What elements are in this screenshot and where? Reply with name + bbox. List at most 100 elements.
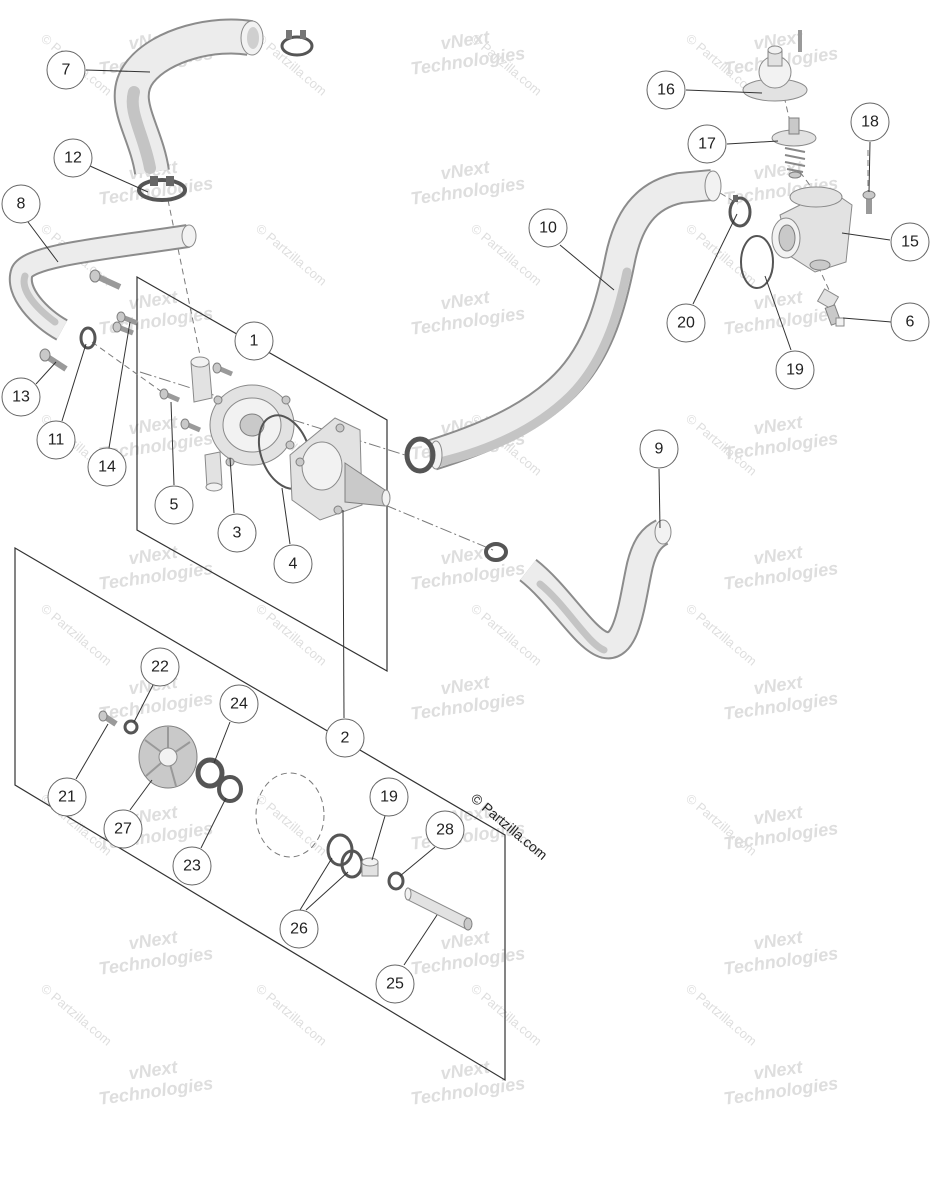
- callout-label: 4: [289, 556, 298, 573]
- callout-1: 1: [234, 321, 274, 361]
- rings-26: [326, 833, 364, 879]
- watermark-partzilla: © Partzilla.com: [468, 601, 545, 669]
- leader-line-2: [342, 509, 345, 719]
- leader-line-10: [559, 244, 615, 291]
- callout-label: 7: [62, 62, 71, 79]
- leader-line-21: [75, 723, 109, 780]
- callout-2: 2: [325, 718, 365, 758]
- leader-line-6: [842, 317, 892, 323]
- hose-clamp-9: [484, 542, 508, 562]
- leader-line-18: [868, 141, 871, 193]
- callout-15: 15: [890, 222, 930, 262]
- leader-line-22: [133, 684, 154, 723]
- watermark-partzilla: © Partzilla.com: [38, 601, 115, 669]
- leader-line-7: [85, 69, 151, 73]
- callout-label: 25: [386, 976, 404, 993]
- leader-line-15: [841, 232, 891, 241]
- callout-label: 27: [114, 821, 132, 838]
- callout-28: 28: [425, 810, 465, 850]
- callout-label: 16: [657, 82, 675, 99]
- leader-line-25: [403, 914, 438, 966]
- water-pump-rebuild-kit-panel: [14, 546, 506, 1082]
- clamp-20: [728, 195, 752, 228]
- pump-housing: [289, 417, 391, 521]
- callout-16: 16: [646, 70, 686, 110]
- bolt-18: [862, 190, 876, 214]
- callout-label: 5: [170, 497, 179, 514]
- leader-line-3: [229, 457, 235, 514]
- callout-label: 20: [677, 315, 695, 332]
- o-ring-19-upper: [740, 235, 774, 289]
- bolt-21: [98, 710, 118, 727]
- leader-line-20: [692, 213, 738, 305]
- leader-line-24: [213, 721, 231, 764]
- callout-8: 8: [1, 184, 41, 224]
- bolts-5: [159, 362, 233, 433]
- callout-17: 17: [687, 124, 727, 164]
- callout-label: 28: [436, 822, 454, 839]
- callout-20: 20: [666, 303, 706, 343]
- washer-19-lower: [361, 857, 379, 877]
- callout-label: 1: [250, 333, 259, 350]
- callout-label: 19: [786, 362, 804, 379]
- ring-23: [217, 775, 243, 803]
- bypass-hose: [8, 224, 197, 341]
- callout-label: 15: [901, 234, 919, 251]
- watermark-partzilla: © Partzilla.com: [253, 791, 330, 859]
- callout-19-upper: 19: [775, 350, 815, 390]
- leader-line-19-upper: [764, 275, 792, 351]
- callout-22: 22: [140, 647, 180, 687]
- clamp-11: [79, 326, 97, 350]
- ring-28: [387, 871, 405, 891]
- impeller: [138, 725, 198, 789]
- callout-5: 5: [154, 485, 194, 525]
- callout-label: 12: [64, 150, 82, 167]
- callout-7: 7: [46, 50, 86, 90]
- callout-label: 10: [539, 220, 557, 237]
- leader-line-28: [399, 846, 436, 877]
- leader-line-13: [35, 361, 57, 385]
- callout-label: 26: [290, 921, 308, 938]
- hose-clamp-12: [137, 176, 187, 202]
- callout-4: 4: [273, 544, 313, 584]
- callout-label: 3: [233, 525, 242, 542]
- callout-18: 18: [850, 102, 890, 142]
- bolt-upper-left: [89, 269, 122, 290]
- watermark-partzilla: © Partzilla.com: [683, 981, 760, 1049]
- callout-label: 6: [906, 314, 915, 331]
- callout-label: 21: [58, 789, 76, 806]
- callout-label: 23: [183, 858, 201, 875]
- leader-line-16: [685, 89, 763, 94]
- callout-19-lower: 19: [369, 777, 409, 817]
- callout-27: 27: [103, 809, 143, 849]
- thermostat-housing: [771, 186, 853, 273]
- callout-label: 2: [341, 730, 350, 747]
- washer-22: [123, 719, 139, 735]
- callout-24: 24: [219, 684, 259, 724]
- hose-clamp-10: [404, 436, 436, 474]
- callout-11: 11: [36, 420, 76, 460]
- callout-12: 12: [53, 138, 93, 178]
- leader-lines: [27, 69, 892, 966]
- leader-line-11: [61, 343, 87, 422]
- leader-line-27: [129, 779, 153, 811]
- leader-line-26b: [305, 871, 349, 911]
- watermark-partzilla: © Partzilla.com: [683, 601, 760, 669]
- leader-line-19-lower: [371, 815, 386, 861]
- callout-label: 18: [861, 114, 879, 131]
- watermark-partzilla: © Partzilla.com: [683, 791, 760, 859]
- callout-25: 25: [375, 964, 415, 1004]
- temperature-sensor: [816, 288, 845, 327]
- callout-26: 26: [279, 909, 319, 949]
- callout-label: 19: [380, 789, 398, 806]
- watermark-partzilla: © Partzilla.com: [253, 981, 330, 1049]
